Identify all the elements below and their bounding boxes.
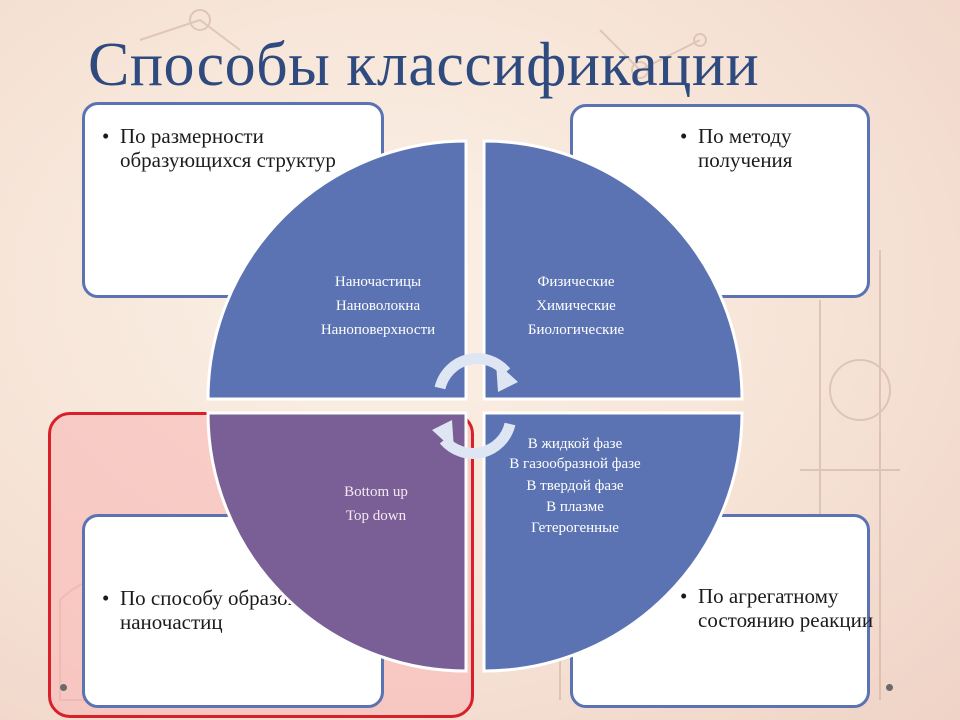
bullet-icon: • <box>102 586 110 610</box>
quadrant-text-formation: Bottom up Top down <box>344 484 408 524</box>
label-method: •По методу получения <box>680 124 793 172</box>
quadrant-text-dimensionality: Наночастицы Нановолокна Наноповерхности <box>320 274 436 338</box>
slide-title: Способы классификации <box>88 31 760 99</box>
slide-dot-left <box>60 684 67 691</box>
bullet-icon: • <box>102 124 110 148</box>
quadrant-text-method: Физические Химические Биологические <box>527 274 625 338</box>
quadrant-text-aggregate-state: В жидкой фазе В газообразной фазе В твер… <box>509 436 641 536</box>
label-aggregate-state: •По агрегатному состоянию реакции <box>680 584 874 632</box>
slide-dot-right <box>886 684 893 691</box>
cycle-arrows-icon <box>432 353 518 459</box>
quadrant-top-left[interactable] <box>206 139 468 401</box>
quadrant-top-right[interactable] <box>482 139 744 401</box>
label-dimensionality: •По размерности образующихся структур <box>102 124 336 172</box>
bullet-icon: • <box>680 124 688 148</box>
quadrant-bottom-right[interactable] <box>482 411 744 673</box>
bullet-icon: • <box>680 584 688 608</box>
quadrant-bottom-left[interactable] <box>206 411 468 673</box>
